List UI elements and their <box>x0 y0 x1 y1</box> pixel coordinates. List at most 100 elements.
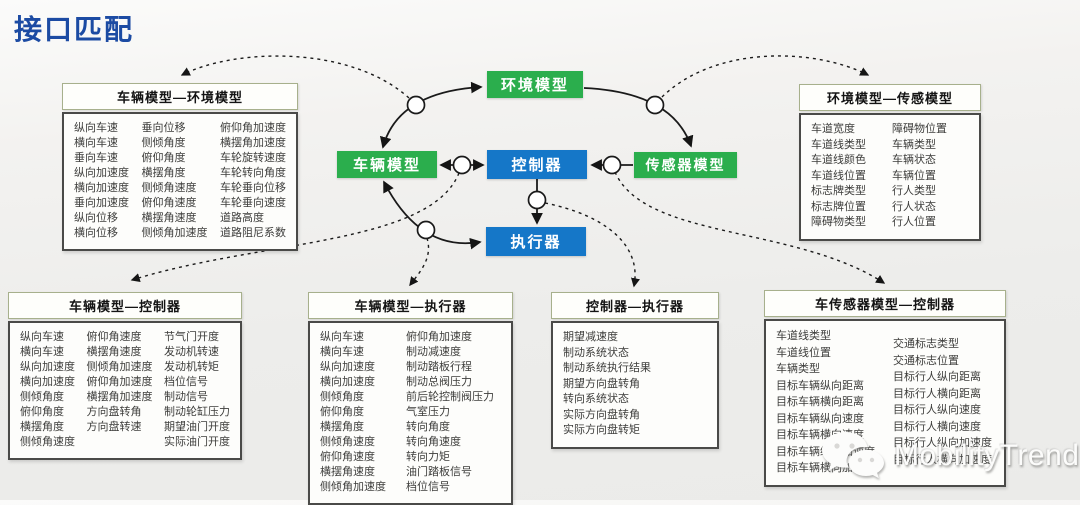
parameter-item: 实际方向盘转角 <box>563 408 640 421</box>
parameter-item: 纵向车速 <box>320 331 364 343</box>
parameter-item: 制动信号 <box>164 391 208 403</box>
parameter-item: 实际方向盘转矩 <box>563 424 640 436</box>
parameter-item: 车轮垂向位移 <box>220 182 286 194</box>
parameter-item: 横向位移 <box>74 227 118 239</box>
parameter-column: 垂向位移侧倾角度俯仰角度横摆角度侧倾角速度俯仰角速度横摆角速度侧倾角加速度 <box>142 121 208 241</box>
node-label: 环境模型 <box>500 77 569 94</box>
connector-circle <box>416 220 436 240</box>
node-label: 执行器 <box>510 234 562 251</box>
parameter-item: 侧倾角度 <box>20 391 64 403</box>
parameter-item: 油门踏板信号 <box>406 466 472 478</box>
parameter-item: 车道线位置 <box>811 169 866 182</box>
panel-environment-sensor: 环境模型—传感模型 车道宽度车道线类型车道线颜色车道线位置标志牌类型标志牌位置障… <box>799 84 981 241</box>
panel-title: 车传感器模型—控制器 <box>764 290 1006 317</box>
parameter-item: 纵向车速 <box>74 122 118 134</box>
parameter-item: 制动轮缸压力 <box>164 406 230 418</box>
parameter-item: 纵向位移 <box>74 212 118 224</box>
link-vehicle-environment <box>379 81 483 149</box>
parameter-item: 车辆类型 <box>892 138 936 151</box>
panel-title: 车辆模型—执行器 <box>308 292 513 319</box>
parameter-item: 转向系统状态 <box>563 393 629 405</box>
dashed-link-to-vehicle-controller-panel <box>130 172 460 283</box>
parameter-item: 俯仰角加速度 <box>406 331 472 343</box>
parameter-item: 垂向位移 <box>141 122 186 134</box>
parameter-item: 制动系统执行结果 <box>563 362 651 374</box>
parameter-item: 俯仰角度 <box>20 406 64 418</box>
parameter-item: 侧倾角速度 <box>320 436 375 448</box>
parameter-item: 转向力矩 <box>406 451 450 463</box>
parameter-item: 标志牌位置 <box>811 200 866 213</box>
parameter-item: 俯仰角度 <box>141 152 186 164</box>
panel-body: 期望减速度制动系统状态制动系统执行结果期望方向盘转角转向系统状态实际方向盘转角实… <box>551 321 719 449</box>
parameter-item: 档位信号 <box>164 376 208 388</box>
dashed-link-to-environment-sensor-panel <box>661 55 870 98</box>
connector-circle <box>527 190 547 210</box>
parameter-item: 纵向车速 <box>20 331 64 343</box>
parameter-item: 垂向车速 <box>74 152 118 164</box>
parameter-item: 车辆位置 <box>892 169 936 182</box>
parameter-item: 侧倾角度 <box>320 391 364 403</box>
parameter-item: 俯仰角度 <box>320 406 364 418</box>
parameter-item: 侧倾角度 <box>141 137 186 149</box>
node-label: 传感器模型 <box>645 157 726 173</box>
parameter-item: 车道线类型 <box>811 138 866 151</box>
parameter-item: 节气门开度 <box>164 331 219 343</box>
parameter-item: 目标车辆纵向距离 <box>776 379 864 392</box>
panel-sensor-controller: 车传感器模型—控制器 车道线类型车道线位置车辆类型目标车辆纵向距离目标车辆横向距… <box>764 290 1006 487</box>
parameter-item: 横摆角度 <box>141 167 186 179</box>
parameter-item: 车辆类型 <box>776 363 820 375</box>
parameter-item: 侧倾角速度 <box>20 436 75 448</box>
parameter-item: 制动系统状态 <box>563 346 629 359</box>
panel-body: 车道宽度车道线类型车道线颜色车道线位置标志牌类型标志牌位置障碍物类型 障碍物位置… <box>799 113 981 241</box>
parameter-item: 车道线位置 <box>776 346 831 359</box>
panel-title: 车辆模型—环境模型 <box>62 83 298 110</box>
parameter-item: 车道宽度 <box>811 123 855 135</box>
parameter-item: 垂向加速度 <box>74 197 129 209</box>
connector-circle <box>406 95 426 115</box>
parameter-item: 目标车辆横向距离 <box>776 396 864 408</box>
watermark: MobilityTrend <box>818 430 1079 482</box>
parameter-item: 车辆状态 <box>892 154 936 166</box>
parameter-item: 横向车速 <box>20 346 64 358</box>
parameter-item: 目标行人纵向加速度 <box>893 437 992 449</box>
parameter-item: 横向车速 <box>74 137 118 149</box>
parameter-item: 侧倾角加速度 <box>320 481 386 493</box>
parameter-column: 纵向车速横向车速纵向加速度横向加速度侧倾角度俯仰角度横摆角度侧倾角速度俯仰角速度… <box>320 330 386 495</box>
panel-title: 控制器—执行器 <box>551 292 719 319</box>
node-vehicle-model: 车辆模型 <box>337 151 437 178</box>
parameter-item: 纵向加速度 <box>320 361 375 373</box>
parameter-column: 纵向车速横向车速垂向车速纵向加速度横向加速度垂向加速度纵向位移横向位移 <box>74 121 129 241</box>
parameter-item: 车轮旋转速度 <box>220 152 286 164</box>
parameter-item: 横摆角速度 <box>141 212 197 224</box>
parameter-item: 目标行人纵向距离 <box>893 371 981 383</box>
parameter-item: 制动总阀压力 <box>406 376 472 388</box>
parameter-item: 横向加速度 <box>320 376 375 388</box>
panel-body: 纵向车速横向车速垂向车速纵向加速度横向加速度垂向加速度纵向位移横向位移 垂向位移… <box>62 112 298 251</box>
parameter-item: 障碍物类型 <box>811 216 866 228</box>
parameter-item: 横向加速度 <box>74 182 129 194</box>
parameter-item: 横摆角加速度 <box>220 137 286 149</box>
parameter-column: 俯仰角速度横摆角速度侧倾角加速度俯仰角加速度横摆角加速度方向盘转角方向盘转速 <box>87 330 153 450</box>
parameter-column: 俯仰角加速度横摆角加速度车轮旋转速度车轮转向角度车轮垂向位移车轮垂向速度道路高度… <box>220 121 286 241</box>
parameter-item: 档位信号 <box>406 481 450 493</box>
parameter-item: 横摆角速度 <box>320 466 375 478</box>
node-actuator: 执行器 <box>486 227 586 256</box>
parameter-column: 障碍物位置车辆类型车辆状态车辆位置行人类型行人状态行人位置 <box>892 122 947 231</box>
parameter-item: 道路高度 <box>220 212 264 224</box>
panel-title: 环境模型—传感模型 <box>799 84 981 111</box>
parameter-item: 俯仰角加速度 <box>86 376 153 388</box>
parameter-item: 交通标志位置 <box>893 354 959 367</box>
connector-circle <box>645 95 665 115</box>
panel-vehicle-actuator: 车辆模型—执行器 纵向车速横向车速纵向加速度横向加速度侧倾角度俯仰角度横摆角度侧… <box>308 292 513 505</box>
panel-title: 车辆模型—控制器 <box>8 292 242 319</box>
parameter-item: 车道线颜色 <box>811 154 866 166</box>
node-environment-model: 环境模型 <box>487 71 583 98</box>
page-title: 接口匹配 <box>14 14 135 45</box>
parameter-item: 行人类型 <box>892 185 936 197</box>
parameter-item: 车轮垂向速度 <box>220 197 286 209</box>
dashed-link-to-vehicle-actuator-panel <box>409 237 430 287</box>
parameter-column: 车道宽度车道线类型车道线颜色车道线位置标志牌类型标志牌位置障碍物类型 <box>811 122 866 231</box>
parameter-item: 目标车辆纵向速度 <box>776 412 864 425</box>
parameter-item: 侧倾角加速度 <box>141 227 208 239</box>
